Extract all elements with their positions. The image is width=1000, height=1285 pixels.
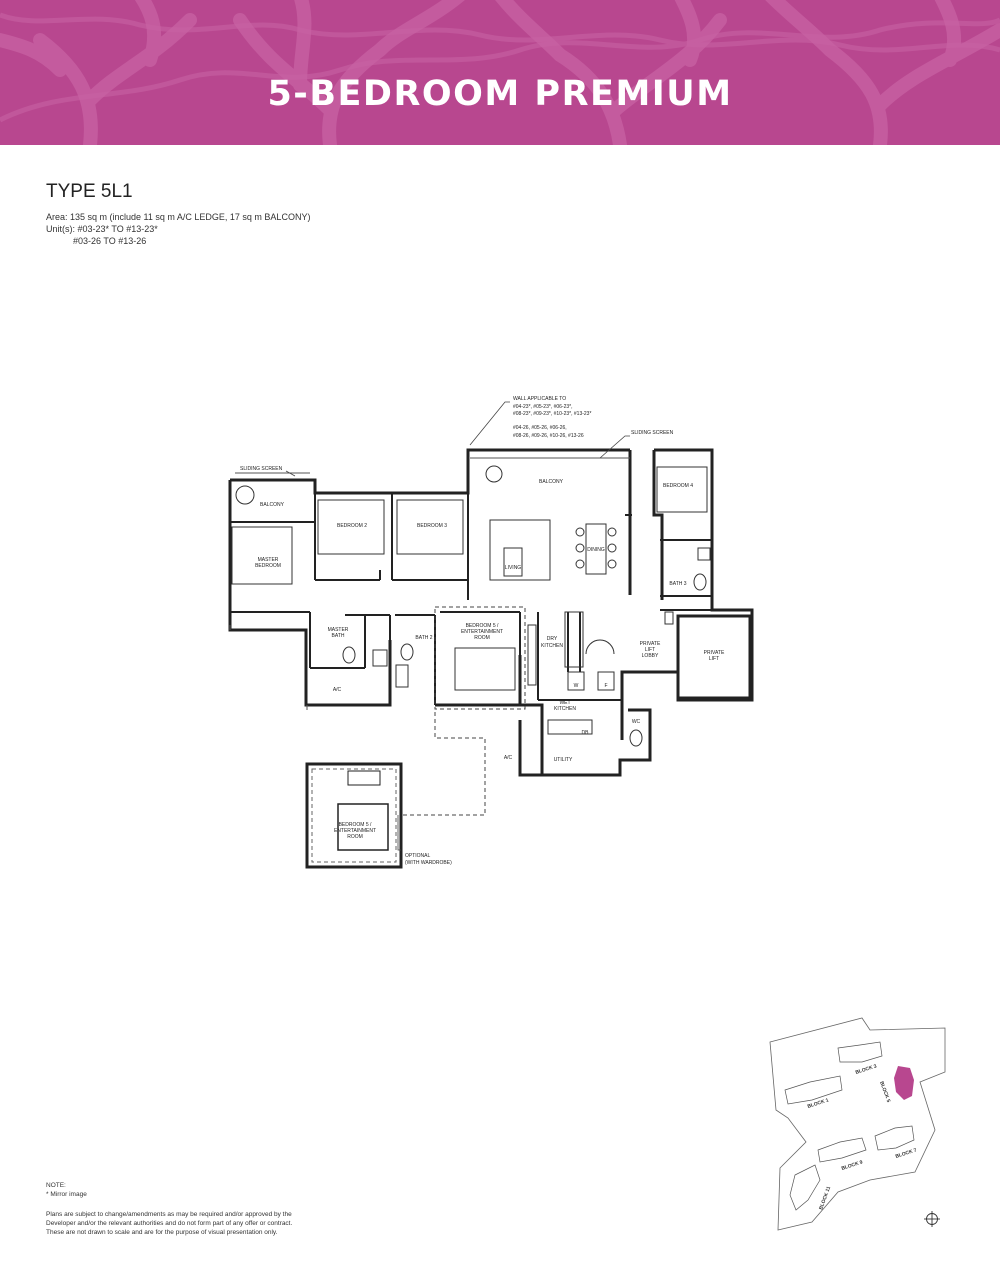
- room-label-bath-3: BATH 3: [669, 581, 686, 587]
- site-label-block-3: BLOCK 3: [855, 1063, 878, 1076]
- annotation-optional-1: OPTIONAL: [405, 853, 431, 859]
- site-boundary: [769, 1017, 946, 1231]
- room-label-bedroom-5-line-2: ENTERTAINMENT: [461, 629, 503, 635]
- room-label-dining: DINING: [587, 547, 605, 553]
- tree-pattern-decoration: [0, 0, 1000, 145]
- room-label-private-lift-lobby-2: LIFT: [645, 647, 655, 653]
- site-highlight-block-5: [894, 1066, 914, 1100]
- room-label-washer: W: [574, 683, 579, 689]
- furniture: [231, 465, 711, 747]
- room-label-wet-kitchen-1: WET: [559, 700, 570, 706]
- room-label-bedroom-5-line-3: ROOM: [474, 635, 490, 641]
- room-label-wc: WC: [632, 719, 641, 725]
- wall-note-leaders: [285, 401, 630, 851]
- annotation-sliding-screen-left: SLIDING SCREEN: [240, 466, 283, 472]
- site-label-block-1: BLOCK 1: [807, 1097, 830, 1110]
- room-label-dry-kitchen-2: KITCHEN: [541, 643, 563, 649]
- room-label-bedroom-4: BEDROOM 4: [663, 483, 693, 489]
- room-label-living: LIVING: [505, 565, 522, 571]
- room-label-master-bath-1: MASTER: [328, 627, 349, 633]
- unit-numbers-line-1: Unit(s): #03-23* TO #13-23*: [46, 224, 158, 234]
- room-label-private-lift-1: PRIVATE: [704, 650, 725, 656]
- room-label-db: DB: [582, 730, 590, 736]
- site-buildings: [784, 1041, 915, 1211]
- room-label-master-bath-2: BATH: [332, 633, 345, 639]
- room-label-master-bedroom-1: MASTER: [258, 557, 279, 563]
- room-label-utility: UTILITY: [554, 757, 573, 763]
- unit-area: Area: 135 sq m (include 11 sq m A/C LEDG…: [46, 212, 311, 222]
- room-label-private-lift-lobby-1: PRIVATE: [640, 641, 661, 647]
- page-title: 5-BEDROOM PREMIUM: [267, 74, 733, 114]
- private-lift: [676, 614, 752, 700]
- annotation-sliding-screen-right: SLIDING SCREEN: [631, 430, 674, 436]
- room-label-bedroom-5-line-1: BEDROOM 5 /: [466, 623, 499, 629]
- annotation-wall-note-1: WALL APPLICABLE TO: [513, 396, 566, 402]
- header-banner: 5-BEDROOM PREMIUM: [0, 0, 1000, 145]
- room-label-optional-bedroom-2: ENTERTAINMENT: [334, 828, 376, 834]
- room-label-balcony-main: BALCONY: [539, 479, 564, 485]
- note-heading: NOTE:: [46, 1182, 66, 1189]
- dashed-outlines: [401, 606, 526, 816]
- room-label-dry-kitchen-1: DRY: [547, 636, 558, 642]
- north-arrow-icon: [924, 1211, 940, 1227]
- room-label-wet-kitchen-2: KITCHEN: [554, 706, 576, 712]
- site-label-block-9: BLOCK 9: [841, 1159, 864, 1172]
- disclaimer-line-2: Developer and/or the relevant authoritie…: [46, 1220, 293, 1227]
- annotation-wall-note-4: #04-26, #05-26, #06-26,: [513, 425, 567, 431]
- room-label-balcony-left: BALCONY: [260, 502, 285, 508]
- annotation-optional-2: (WITH WARDROBE): [405, 860, 452, 866]
- disclaimer-line-3: These are not drawn to scale and are for…: [46, 1229, 278, 1236]
- room-label-fridge: F: [604, 683, 607, 689]
- room-label-bath-2: BATH 2: [415, 635, 432, 641]
- room-label-optional-bedroom-1: BEDROOM 5 /: [339, 822, 372, 828]
- annotation-wall-note-3: #08-23*, #09-23*, #10-23*, #13-23*: [513, 411, 591, 417]
- room-label-private-lift-lobby-3: LOBBY: [642, 653, 659, 659]
- room-label-master-bedroom-2: BEDROOM: [255, 563, 281, 569]
- room-label-optional-bedroom-3: ROOM: [347, 834, 363, 840]
- site-label-block-7: BLOCK 7: [895, 1147, 918, 1160]
- unit-numbers-line-2: #03-26 TO #13-26: [73, 236, 147, 246]
- optional-bedroom-plan: [305, 762, 403, 869]
- room-label-ac-center: A/C: [504, 755, 513, 761]
- disclaimer-line-1: Plans are subject to change/amendments a…: [46, 1211, 292, 1218]
- room-label-private-lift-2: LIFT: [709, 656, 719, 662]
- unit-type-title: TYPE 5L1: [46, 181, 133, 202]
- room-label-bedroom-2: BEDROOM 2: [337, 523, 367, 529]
- room-label-ac-left: A/C: [333, 687, 342, 693]
- annotation-wall-note-2: #04-23*, #05-23*, #06-23*,: [513, 404, 573, 410]
- site-label-block-5: BLOCK 5: [878, 1081, 891, 1104]
- note-mirror-image: * Mirror image: [46, 1191, 87, 1198]
- room-label-bedroom-3: BEDROOM 3: [417, 523, 447, 529]
- annotation-wall-note-5: #08-26, #09-26, #10-26, #13-26: [513, 433, 584, 439]
- balcony-railings: [229, 457, 630, 710]
